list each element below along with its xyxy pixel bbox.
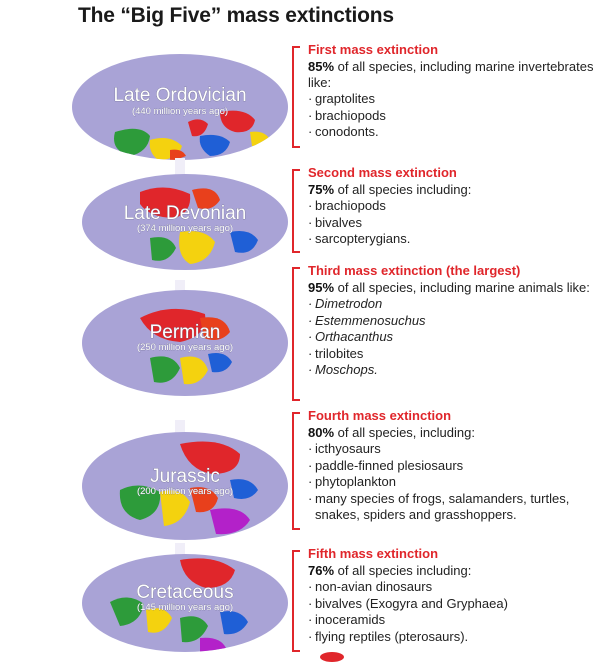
era-date: (440 million years ago) <box>132 106 228 117</box>
globe-ellipse <box>82 290 288 396</box>
era-date: (374 million years ago) <box>137 223 233 234</box>
extinction-percent: 75% <box>308 182 335 197</box>
list-item: Estemmenosuchus <box>308 313 597 330</box>
era-date: (250 million years ago) <box>137 342 233 353</box>
section-description: 95% of all species, including marine ani… <box>308 280 597 296</box>
list-item: phytoplankton <box>308 474 597 491</box>
species-list: Dimetrodon Estemmenosuchus Orthacanthus … <box>308 296 597 379</box>
extinction-section-4: Fourth mass extinction 80% of all specie… <box>292 406 597 532</box>
continents <box>140 187 258 264</box>
section-bracket <box>292 46 300 148</box>
globe-late-ordovician: Late Ordovician (440 million years ago) <box>72 54 288 160</box>
section-description: 76% of all species including: <box>308 563 597 579</box>
extinction-percent: 95% <box>308 280 335 295</box>
section-heading: First mass extinction <box>308 42 439 57</box>
list-item: bivalves <box>308 215 597 232</box>
extinction-section-5: Fifth mass extinction 76% of all species… <box>292 544 597 654</box>
list-item: brachiopods <box>308 198 597 215</box>
list-item: conodonts. <box>308 124 597 141</box>
list-item: Dimetrodon <box>308 296 597 313</box>
globe-jurassic: Jurassic (200 million years ago) <box>82 432 288 540</box>
continents <box>119 441 258 535</box>
description-text: of all species including: <box>334 563 472 578</box>
globe-column: Late Ordovician (440 million years ago) … <box>0 0 300 658</box>
red-marker <box>320 652 344 662</box>
list-item: many species of frogs, salamanders, turt… <box>308 491 597 524</box>
species-list: brachiopods bivalves sarcopterygians. <box>308 198 597 248</box>
list-item: graptolites <box>308 91 597 108</box>
list-item: sarcopterygians. <box>308 231 597 248</box>
species-list: graptolites brachiopods conodonts. <box>308 91 597 141</box>
list-item: icthyosaurs <box>308 441 597 458</box>
description-text: of all species including: <box>334 182 472 197</box>
list-item: bivalves (Exogyra and Gryphaea) <box>308 596 597 613</box>
extinction-percent: 85% <box>308 59 335 74</box>
globe-late-devonian: Late Devonian (374 million years ago) <box>82 174 288 270</box>
extinction-section-2: Second mass extinction 75% of all specie… <box>292 163 597 255</box>
continents <box>110 558 248 652</box>
era-name: Jurassic <box>150 466 220 487</box>
page-title: The “Big Five” mass extinctions <box>78 4 394 27</box>
era-name: Late Devonian <box>124 203 247 224</box>
section-description: 75% of all species including: <box>308 182 597 198</box>
species-list: icthyosaurs paddle-finned plesiosaurs ph… <box>308 441 597 524</box>
list-item: paddle-finned plesiosaurs <box>308 458 597 475</box>
description-text: of all species, including marine inverte… <box>308 59 594 90</box>
species-list: non-avian dinosaurs bivalves (Exogyra an… <box>308 579 597 645</box>
section-heading: Second mass extinction <box>308 165 457 180</box>
era-name: Late Ordovician <box>113 85 246 106</box>
list-item: brachiopods <box>308 108 597 125</box>
list-item: Orthacanthus <box>308 329 597 346</box>
description-text: of all species, including marine animals… <box>334 280 590 295</box>
section-description: 85% of all species, including marine inv… <box>308 59 597 91</box>
continents <box>114 110 270 160</box>
extinction-percent: 80% <box>308 425 335 440</box>
era-date: (200 million years ago) <box>137 486 233 497</box>
section-heading: Fifth mass extinction <box>308 546 439 561</box>
list-item: flying reptiles (pterosaurs). <box>308 629 597 646</box>
globe-permian: Permian (250 million years ago) <box>82 290 288 396</box>
section-heading: Third mass extinction (the largest) <box>308 263 521 278</box>
section-bracket <box>292 169 300 253</box>
era-name: Permian <box>150 322 221 343</box>
section-bracket <box>292 267 300 401</box>
era-date: (145 million years ago) <box>137 602 233 613</box>
list-item: non-avian dinosaurs <box>308 579 597 596</box>
extinction-section-1: First mass extinction 85% of all species… <box>292 40 597 150</box>
description-text: of all species, including: <box>334 425 475 440</box>
section-description: 80% of all species, including: <box>308 425 597 441</box>
continents <box>140 308 232 385</box>
list-item: inoceramids <box>308 612 597 629</box>
globe-cretaceous: Cretaceous (145 million years ago) <box>82 554 288 652</box>
extinction-percent: 76% <box>308 563 335 578</box>
section-bracket <box>292 412 300 530</box>
list-item: trilobites <box>308 346 597 363</box>
section-bracket <box>292 550 300 652</box>
extinction-section-3: Third mass extinction (the largest) 95% … <box>292 261 597 403</box>
section-heading: Fourth mass extinction <box>308 408 452 423</box>
list-item: Moschops. <box>308 362 597 379</box>
era-name: Cretaceous <box>136 582 233 603</box>
